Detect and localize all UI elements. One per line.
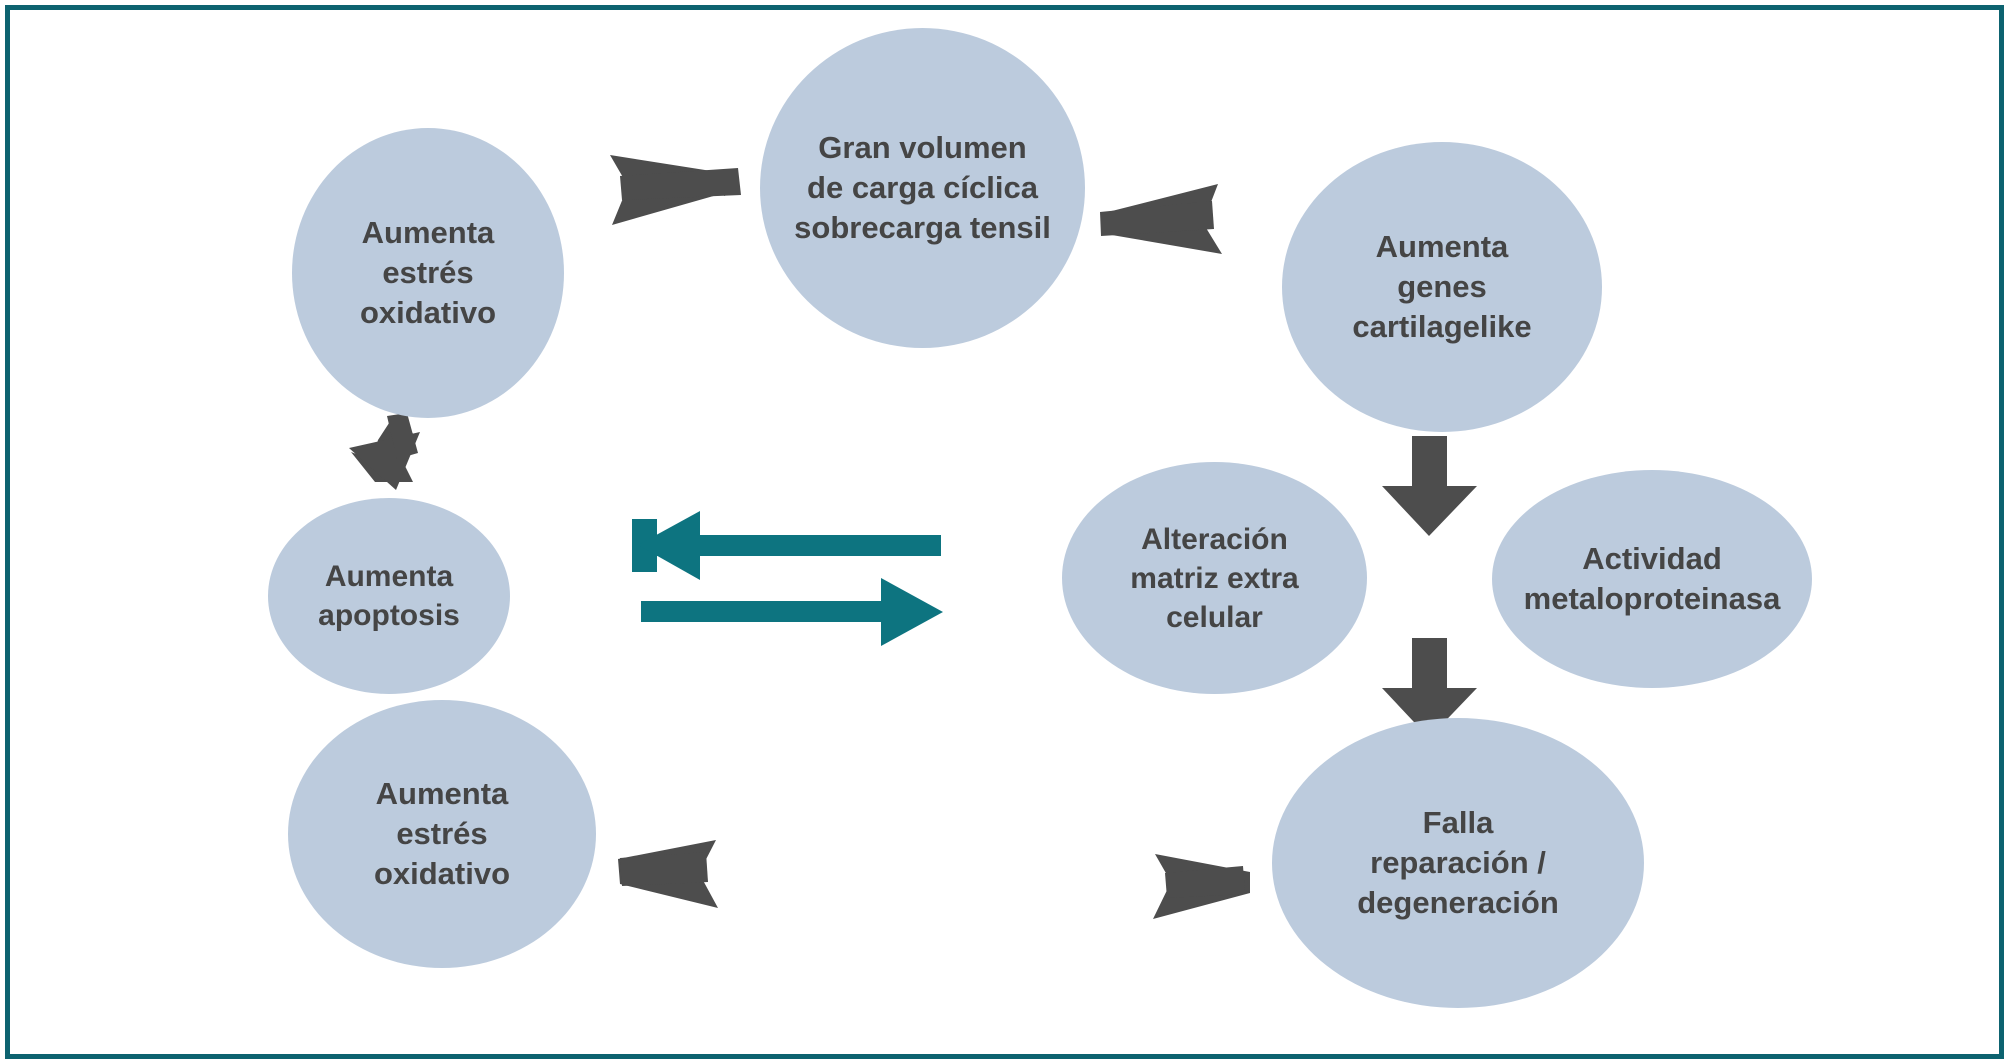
node-falla-reparacion[interactable]: Falla reparación / degeneración — [1272, 718, 1644, 1008]
node-gran-volumen[interactable]: Gran volumen de carga cíclica sobrecarga… — [760, 28, 1085, 348]
node-estres-oxidativo-bottom-label: Aumenta estrés oxidativo — [373, 775, 511, 892]
node-estres-oxidativo-bottom[interactable]: Aumenta estrés oxidativo — [288, 700, 596, 968]
node-estres-oxidativo-top[interactable]: Aumenta estrés oxidativo — [292, 128, 564, 418]
node-falla-reparacion-label: Falla reparación / degeneración — [1357, 804, 1559, 921]
node-apoptosis[interactable]: Aumenta apoptosis — [268, 498, 510, 694]
node-gran-volumen-label: Gran volumen de carga cíclica sobrecarga… — [794, 129, 1051, 246]
node-apoptosis-label: Aumenta apoptosis — [318, 560, 460, 632]
node-metaloproteinasa[interactable]: Actividad metaloproteinasa — [1492, 470, 1812, 688]
node-matriz-extracelular[interactable]: Alteración matriz extra celular — [1062, 462, 1367, 694]
node-metaloproteinasa-label: Actividad metaloproteinasa — [1523, 540, 1781, 616]
node-estres-oxidativo-top-label: Aumenta estrés oxidativo — [359, 214, 497, 331]
node-genes-cartilagelike-label: Aumenta genes cartilagelike — [1352, 228, 1532, 345]
node-matriz-extracelular-label: Alteración matriz extra celular — [1130, 522, 1299, 634]
node-genes-cartilagelike[interactable]: Aumenta genes cartilagelike — [1282, 142, 1602, 432]
